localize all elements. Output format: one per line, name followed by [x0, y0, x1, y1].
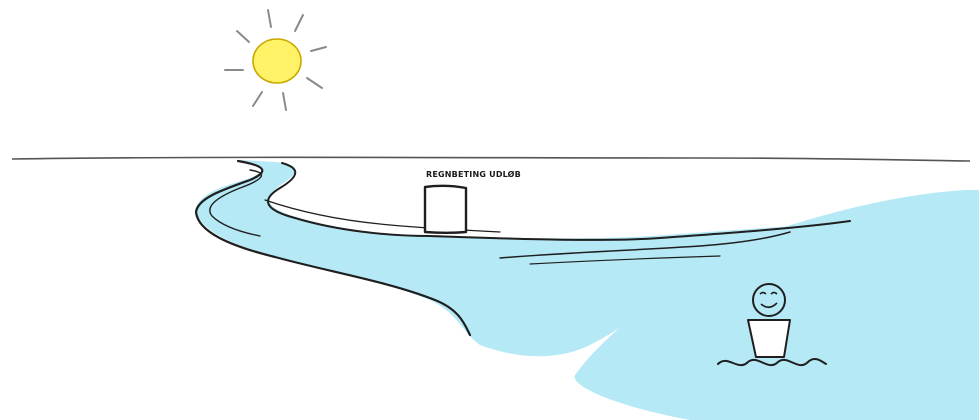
horizon-line	[12, 157, 970, 161]
person-head	[753, 284, 785, 316]
sun-disc	[253, 39, 301, 83]
person-body	[748, 320, 790, 357]
sun-icon	[225, 10, 326, 110]
sign-label: REGNBETING UDLØB	[426, 169, 521, 179]
sign-board	[425, 186, 466, 233]
sign-post: REGNBETING UDLØB	[425, 169, 521, 233]
